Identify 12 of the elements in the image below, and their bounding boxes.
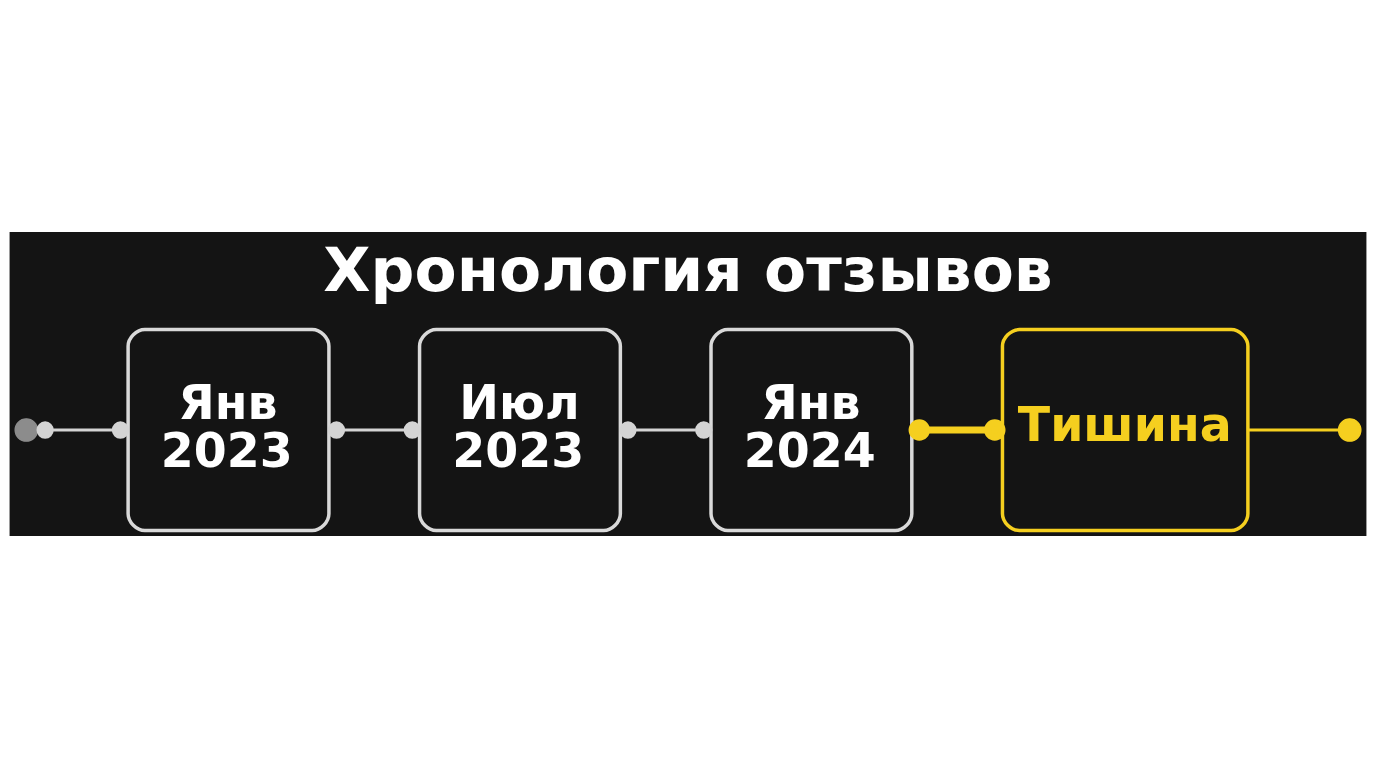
connector xyxy=(327,421,421,439)
node-box: Янв 2024 xyxy=(709,327,914,533)
connector xyxy=(619,421,713,439)
node-box: Янв 2023 xyxy=(126,327,331,533)
node-circle xyxy=(14,418,39,442)
node-circle xyxy=(1337,418,1362,442)
node-box: Июл 2023 xyxy=(417,327,623,533)
connector xyxy=(908,419,1006,441)
connector xyxy=(36,421,130,439)
connector xyxy=(1248,428,1339,432)
diagram-title: Хронология отзывов xyxy=(323,233,1053,305)
node-box: Тишина xyxy=(1000,327,1250,533)
